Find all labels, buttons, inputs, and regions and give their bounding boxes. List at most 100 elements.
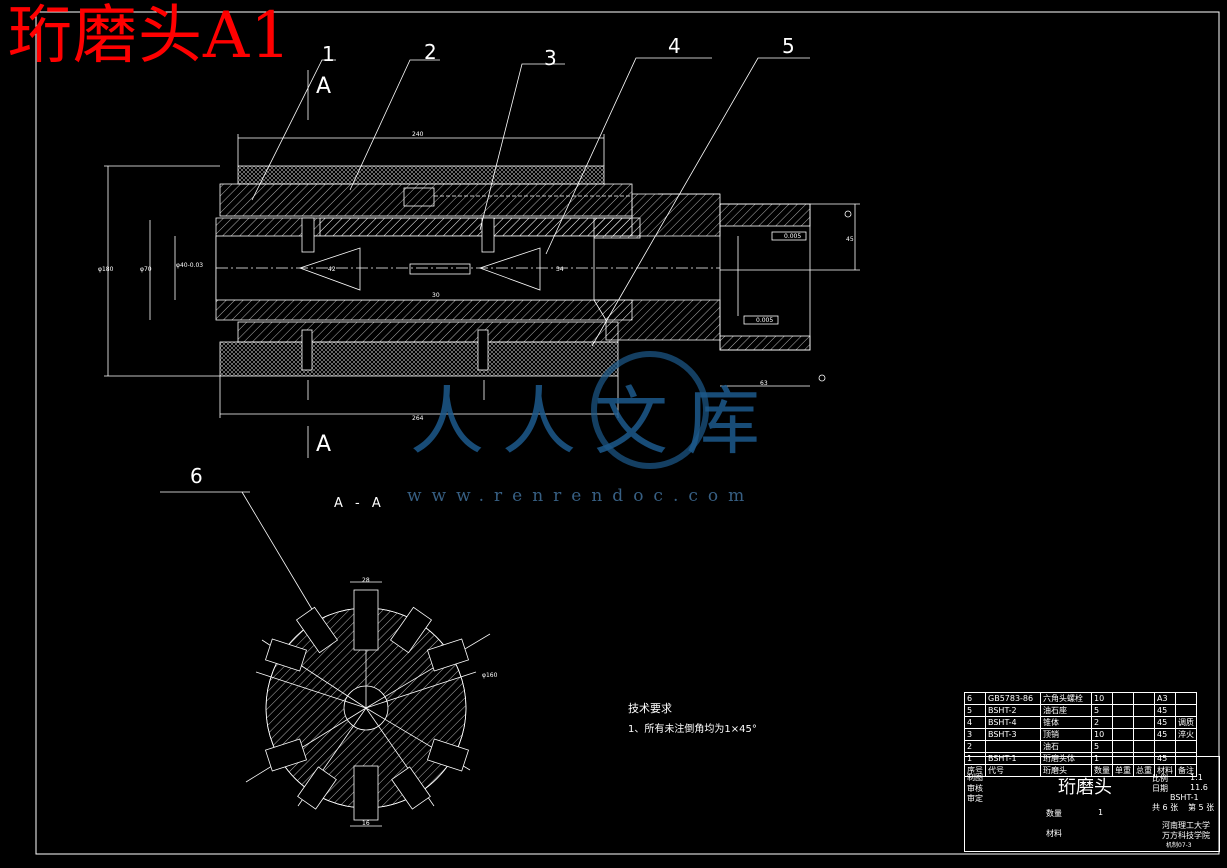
dim-45: 45	[846, 236, 854, 243]
oilstone-bottom	[219, 341, 619, 377]
bom-header-row: 序号 代号 珩磨头 数量 单重 总重 材料 备注	[964, 764, 1197, 777]
bom-cell-no: 6	[964, 692, 986, 705]
bom-cell-code: BSHT-4	[985, 716, 1041, 729]
tb-approver-label: 审定	[967, 794, 983, 803]
bom-cell-name: 锥体	[1040, 716, 1092, 729]
technical-requirements: 技术要求 1、所有未注倒角均为1×45°	[628, 700, 757, 739]
tb-material-label: 材料	[1046, 829, 1062, 838]
tol-bottom: 0.005	[756, 317, 774, 324]
bom-cell-name: 顶销	[1040, 728, 1092, 741]
bom-cell-total	[1133, 692, 1155, 705]
tb-part-name: 珩磨头	[1058, 777, 1112, 798]
tb-sheet: 第 5 张	[1188, 803, 1215, 812]
tb-school: 河南理工大学	[1162, 821, 1210, 830]
bom-cell-unit	[1112, 692, 1134, 705]
bom-cell-note	[1175, 740, 1197, 753]
bom-cell-note: 调质	[1175, 716, 1197, 729]
dim-d40: φ40-0.03	[176, 262, 204, 269]
bom-cell-qty: 10	[1091, 728, 1113, 741]
bom-cell-unit	[1112, 716, 1134, 729]
dim-30: 30	[432, 292, 440, 299]
bom-cell-qty: 2	[1091, 716, 1113, 729]
stone-holder-bottom	[237, 321, 619, 343]
bom-cell-material	[1154, 740, 1176, 753]
watermark-circle	[591, 351, 709, 469]
callout-5: 5	[782, 34, 795, 58]
tech-heading: 技术要求	[628, 702, 672, 715]
bom-cell-qty: 5	[1091, 740, 1113, 753]
bom-cell-total	[1133, 704, 1155, 717]
bom-cell-total	[1133, 740, 1155, 753]
tb-scale: 1:1	[1190, 773, 1203, 782]
section-mark-bottom: A	[316, 432, 332, 457]
bom-cell-code: GB5783-86	[985, 692, 1041, 705]
tb-designer-label: 制图	[967, 773, 983, 782]
tb-dept: 万方科技学院	[1162, 831, 1210, 840]
bom-cell-qty: 10	[1091, 692, 1113, 705]
bom-cell-no: 2	[964, 740, 986, 753]
tb-scale-label: 比例	[1152, 774, 1168, 783]
dim-d160: φ160	[482, 672, 498, 679]
dim-240: 240	[412, 131, 424, 138]
bom-cell-qty: 5	[1091, 704, 1113, 717]
watermark-url: www.renrendoc.com	[407, 486, 755, 506]
drawing-title: 珩磨头A1	[8, 0, 292, 73]
watermark-text: 人人文库	[410, 379, 778, 465]
bom-cell-material: 45	[1154, 704, 1176, 717]
tb-qty-label: 数量	[1046, 809, 1062, 818]
tol-top: 0.005	[784, 233, 802, 240]
dim-d180: φ180	[98, 266, 114, 273]
title-block	[964, 756, 1220, 852]
callout-3: 3	[544, 46, 557, 70]
bom-cell-note: 淬火	[1175, 728, 1197, 741]
bom-cell-name: 油石座	[1040, 704, 1092, 717]
dim-slot-28: 28	[362, 577, 370, 584]
drawing-frame	[35, 11, 1220, 855]
section-a-a-view	[245, 581, 491, 827]
tb-drawing-no: BSHT-1	[1170, 793, 1199, 802]
oilstone-top	[237, 165, 605, 185]
tech-item-1: 1、所有未注倒角均为1×45°	[628, 724, 757, 735]
bom-cell-no: 3	[964, 728, 986, 741]
section-mark-top: A	[316, 74, 332, 99]
tb-class: 机制07-3	[1166, 842, 1192, 849]
dim-264: 264	[412, 415, 424, 422]
tb-checker-label: 审核	[967, 784, 983, 793]
bom-cell-name: 油石	[1040, 740, 1092, 753]
bom-cell-note	[1175, 704, 1197, 717]
bom-cell-code	[985, 740, 1041, 753]
stone-holder-top	[219, 183, 633, 217]
bom-cell-no: 5	[964, 704, 986, 717]
bom-cell-unit	[1112, 704, 1134, 717]
bom-cell-note	[1175, 692, 1197, 705]
bom-cell-name: 六角头螺栓	[1040, 692, 1092, 705]
callout-2: 2	[424, 40, 437, 64]
bom-cell-material: 45	[1154, 728, 1176, 741]
bom-cell-total	[1133, 716, 1155, 729]
bom-cell-code: BSHT-3	[985, 728, 1041, 741]
bom-cell-total	[1133, 728, 1155, 741]
dim-34: 34	[556, 266, 564, 273]
dim-63: 63	[760, 380, 768, 387]
tb-date-label: 日期	[1152, 784, 1168, 793]
dim-d70: φ70	[140, 266, 152, 273]
main-section-view	[104, 57, 860, 617]
dim-slot-16: 16	[362, 820, 370, 827]
bom-cell-material: 45	[1154, 716, 1176, 729]
tb-date: 11.6	[1190, 783, 1208, 792]
tb-qty: 1	[1098, 808, 1104, 817]
bom-cell-unit	[1112, 728, 1134, 741]
bom-cell-no: 4	[964, 716, 986, 729]
callout-6: 6	[190, 464, 203, 488]
bom-cell-code: BSHT-2	[985, 704, 1041, 717]
section-view-label: A - A	[334, 496, 385, 511]
tb-sheets: 共 6 张	[1152, 803, 1179, 812]
callout-4: 4	[668, 34, 681, 58]
